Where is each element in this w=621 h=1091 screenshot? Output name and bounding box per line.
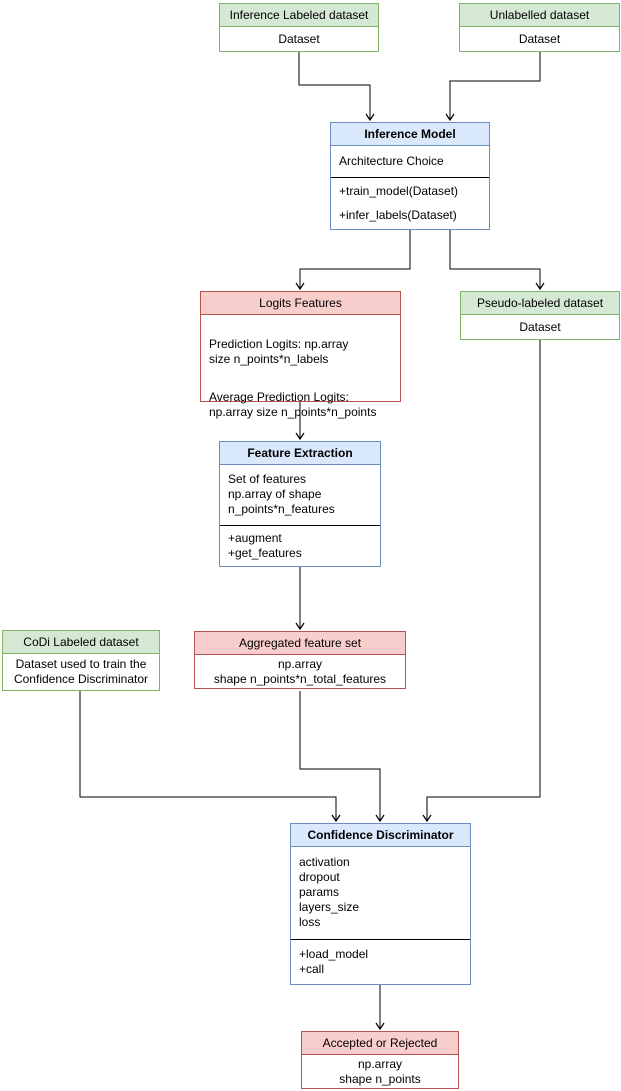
node-body: np.array shape n_points*n_total_features xyxy=(213,657,387,686)
node-title: Unlabelled dataset xyxy=(460,4,619,27)
edge-inference-labeled-to-inference-model xyxy=(298,50,375,122)
node-title: Inference Labeled dataset xyxy=(220,4,378,27)
node-logits-features: Logits Features Prediction Logits: np.ar… xyxy=(200,291,401,419)
edge-codi-to-confidence-discriminator xyxy=(79,690,341,823)
node-title: Feature Extraction xyxy=(220,442,380,465)
node-title: CoDi Labeled dataset xyxy=(3,631,159,654)
node-body: Dataset xyxy=(278,32,320,46)
node-title: Inference Model xyxy=(331,123,489,146)
edge-pseudo-to-confidence-discriminator xyxy=(422,340,541,823)
node-body: Dataset xyxy=(518,32,561,46)
node-body: Prediction Logits: np.array size n_point… xyxy=(201,315,400,419)
node-body: np.array shape n_points xyxy=(339,1057,421,1086)
prediction-logits-text: Prediction Logits: np.array size n_point… xyxy=(209,337,349,366)
node-methods: +train_model(Dataset) +infer_labels(Data… xyxy=(331,177,489,229)
node-inference-model: Inference Model Architecture Choice +tra… xyxy=(330,122,490,230)
node-pseudo-labeled-dataset: Pseudo-labeled dataset Dataset xyxy=(460,291,620,340)
edge-inference-model-to-logits-features xyxy=(295,229,411,291)
average-prediction-logits-text: Average Prediction Logits: np.array size… xyxy=(209,390,377,419)
node-body: Dataset used to train the Confidence Dis… xyxy=(13,657,149,686)
node-aggregated-feature-set: Aggregated feature set np.array shape n_… xyxy=(194,631,406,689)
node-attributes: Architecture Choice xyxy=(339,154,444,168)
node-confidence-discriminator: Confidence Discriminator activation drop… xyxy=(290,823,471,985)
node-accepted-or-rejected: Accepted or Rejected np.array shape n_po… xyxy=(301,1031,459,1089)
node-feature-extraction: Feature Extraction Set of features np.ar… xyxy=(219,441,381,567)
node-methods: +load_model +call xyxy=(291,939,470,984)
node-codi-labeled-dataset: CoDi Labeled dataset Dataset used to tra… xyxy=(2,630,160,691)
node-title: Pseudo-labeled dataset xyxy=(461,292,619,315)
method-train-model: +train_model(Dataset) xyxy=(339,184,459,198)
node-unlabelled-dataset: Unlabelled dataset Dataset xyxy=(459,3,620,52)
method-infer-labels: +infer_labels(Dataset) xyxy=(339,208,457,222)
node-title: Accepted or Rejected xyxy=(302,1032,458,1055)
node-body: Dataset xyxy=(519,320,561,334)
node-attributes: activation dropout params layers_size lo… xyxy=(299,855,360,929)
node-attributes: Set of features np.array of shape n_poin… xyxy=(228,472,335,516)
node-title: Logits Features xyxy=(201,292,400,315)
node-title: Aggregated feature set xyxy=(195,632,405,655)
edge-unlabelled-to-inference-model xyxy=(445,50,541,122)
edge-aggregated-to-confidence-discriminator xyxy=(299,691,385,823)
node-methods: +augment +get_features xyxy=(220,525,380,566)
node-title: Confidence Discriminator xyxy=(291,824,470,847)
node-inference-labeled-dataset: Inference Labeled dataset Dataset xyxy=(219,3,379,52)
edge-inference-model-to-pseudo-labeled xyxy=(449,229,545,291)
